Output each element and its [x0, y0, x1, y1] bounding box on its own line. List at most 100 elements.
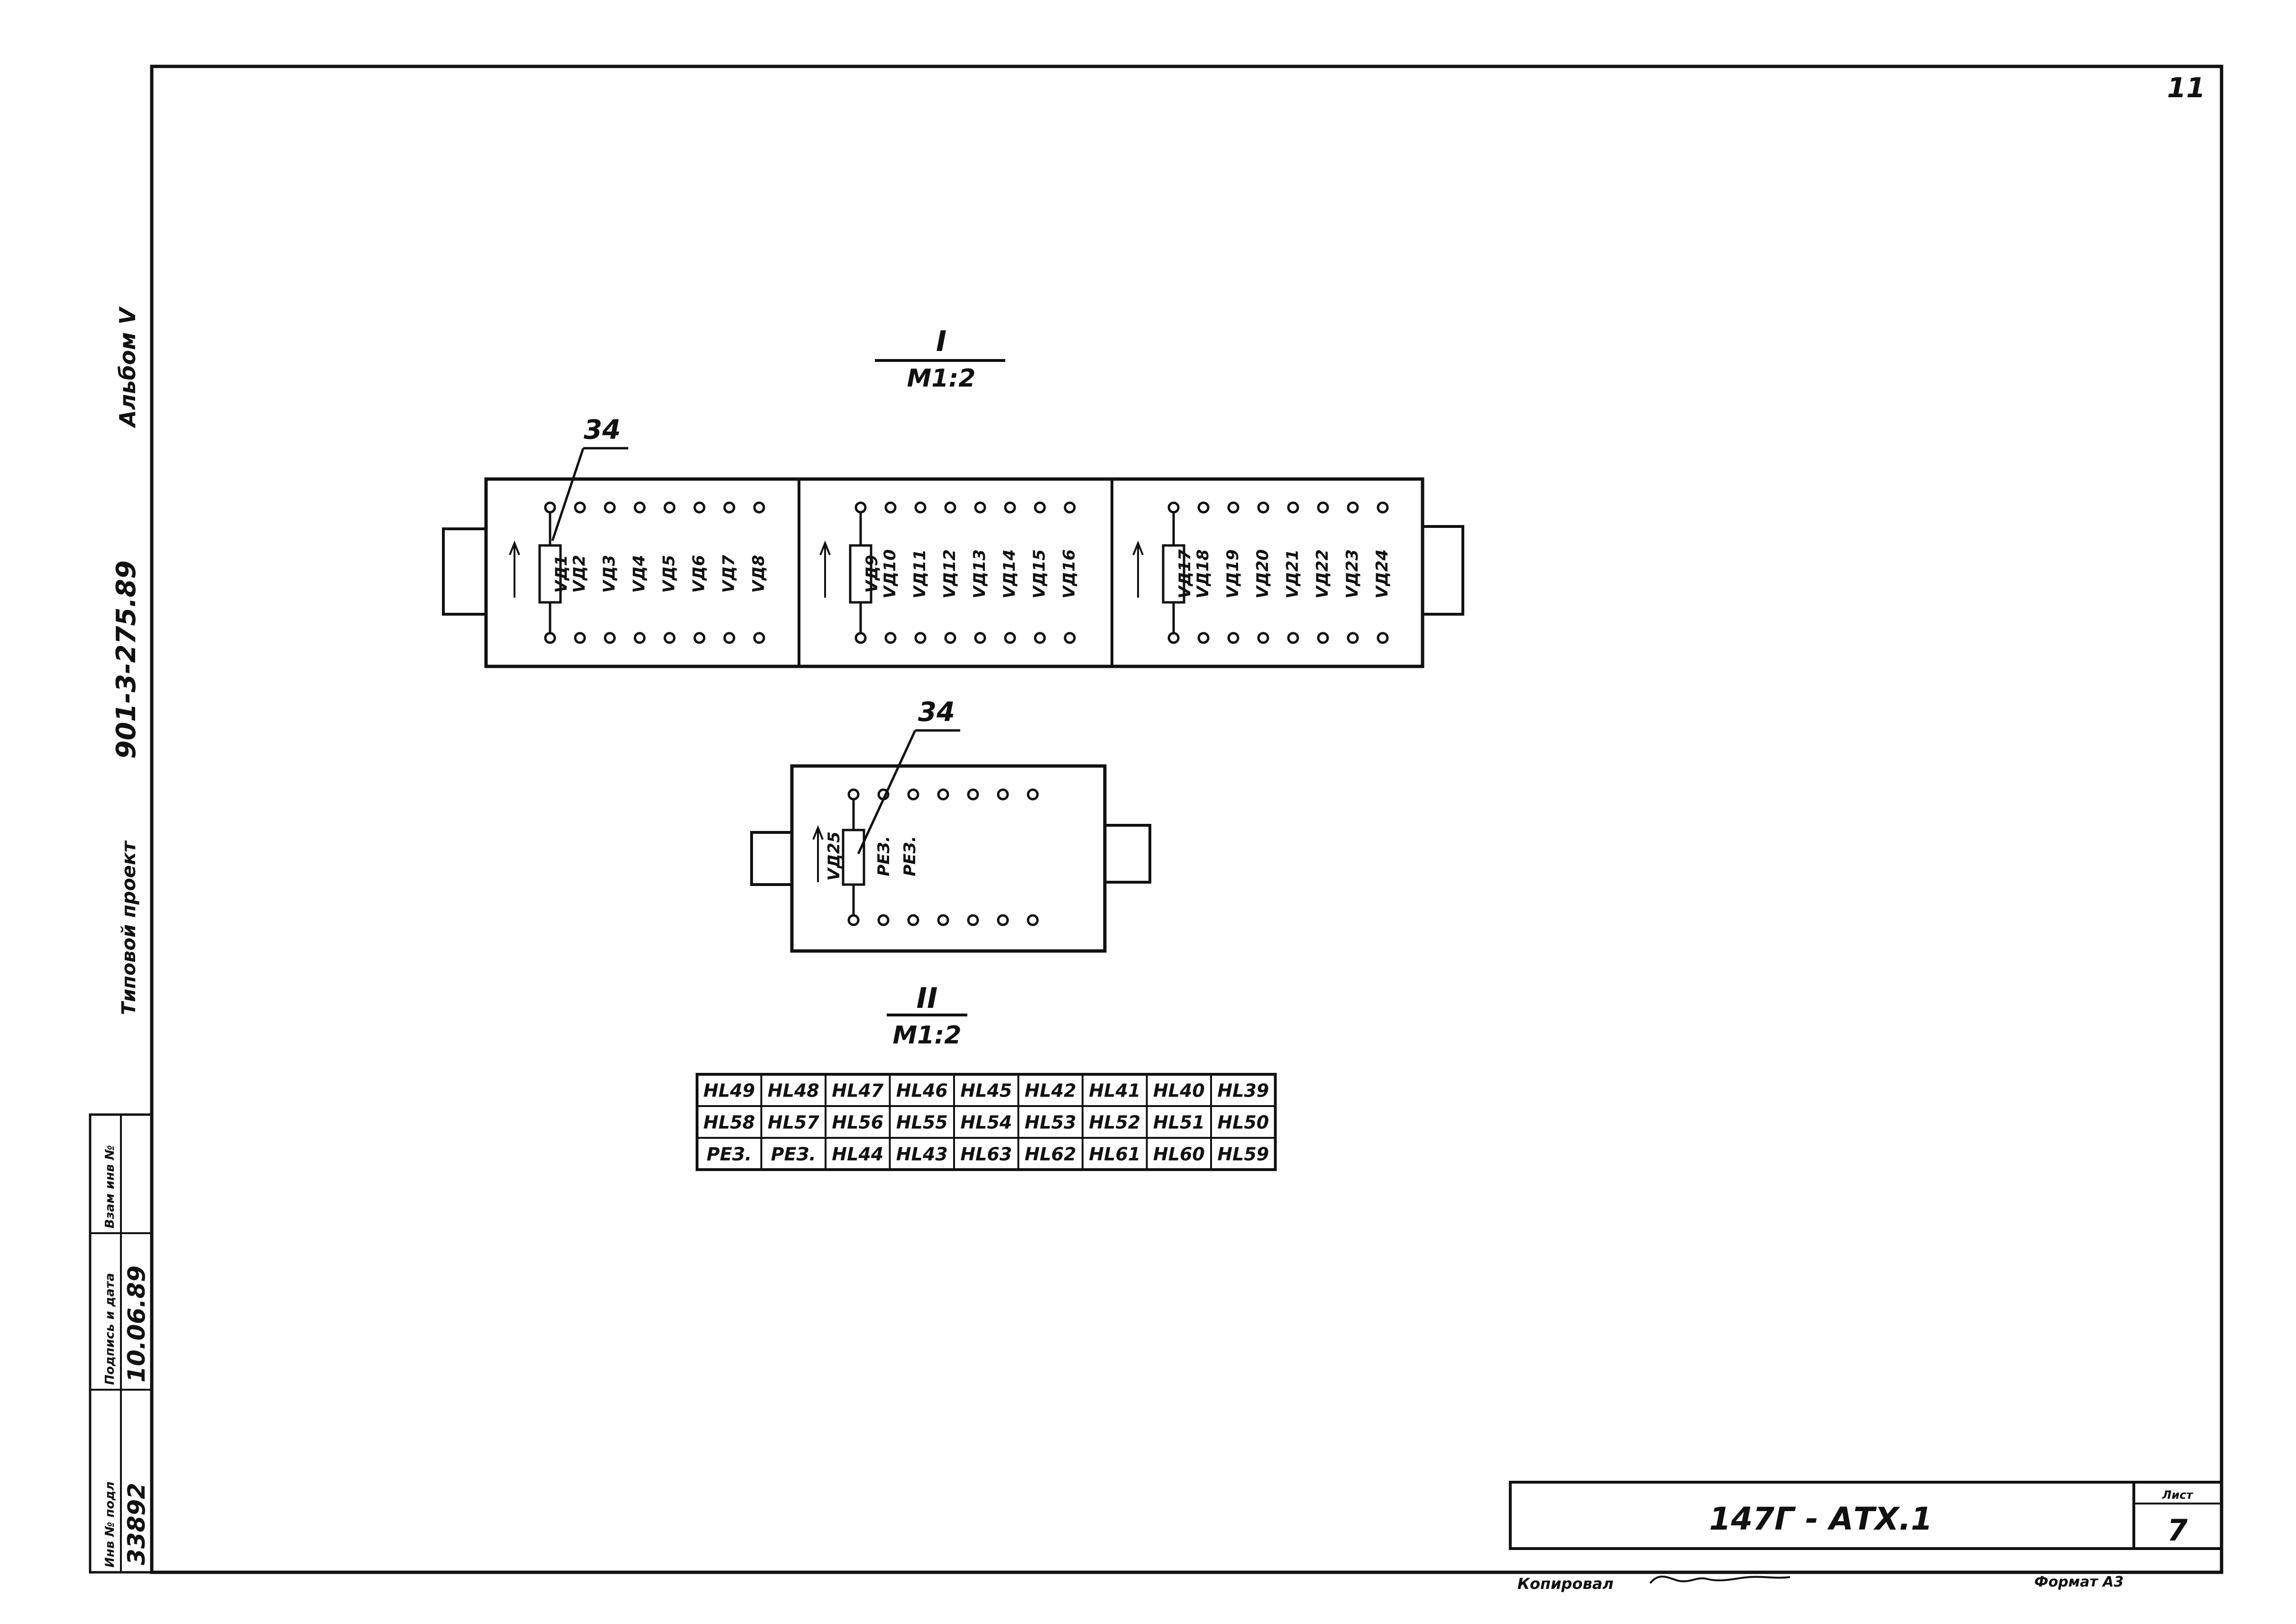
lamp-cell: HL52	[1089, 1112, 1140, 1133]
callout-34-top-label: 34	[584, 415, 621, 445]
terminal-bottom	[634, 632, 646, 644]
diode-label: VД25	[825, 831, 844, 881]
terminal-top	[753, 501, 765, 514]
terminal-top	[1034, 501, 1046, 514]
lamp-cell: HL57	[768, 1112, 819, 1133]
lamp-cell: HL54	[960, 1112, 1012, 1133]
diode-label: VД15	[1030, 549, 1049, 599]
lamp-cell: HL61	[1089, 1144, 1140, 1165]
terminal-top	[1257, 501, 1269, 514]
reserve-label: РЕЗ.	[900, 836, 919, 876]
approval-stamp: Инв № подл 33892 Подпись и дата 10.06.89…	[89, 1113, 153, 1574]
terminal-top	[944, 501, 956, 514]
terminal-bottom	[1034, 632, 1046, 644]
terminal-bottom	[1004, 632, 1016, 644]
terminal-bottom	[877, 914, 890, 926]
stamp-sign-label: Подпись и дата	[103, 1273, 117, 1385]
polarity-arrow-head	[509, 540, 520, 555]
lamp-cell: HL45	[960, 1080, 1012, 1101]
section-2-numeral: II	[917, 982, 938, 1015]
terminal-top	[1064, 501, 1076, 514]
diode-label: VД19	[1223, 549, 1242, 599]
terminal-bottom	[663, 632, 676, 644]
terminal-top	[967, 788, 979, 801]
terminal-bottom	[1227, 632, 1240, 644]
terminal-bottom	[1287, 632, 1299, 644]
terminal-bottom	[884, 632, 897, 644]
terminal-top	[877, 788, 890, 801]
terminal-bottom	[1027, 914, 1039, 926]
drawing-frame	[150, 65, 2223, 1574]
lamp-cell: HL48	[768, 1080, 819, 1101]
lamp-cell: HL55	[896, 1112, 948, 1133]
terminal-top	[1227, 501, 1240, 514]
copied-label: Копировал	[1517, 1575, 1614, 1593]
lamp-cell: HL50	[1217, 1112, 1269, 1133]
lamp-cell: HL60	[1153, 1144, 1205, 1165]
diode-body	[842, 829, 865, 886]
callout-34-bottom-label: 34	[918, 697, 955, 728]
diode-label: VД8	[749, 555, 768, 593]
lamp-cell: HL56	[832, 1112, 883, 1133]
terminal-bottom	[1257, 632, 1269, 644]
diode-label: VД5	[660, 555, 679, 593]
terminal-bottom	[1347, 632, 1359, 644]
terminal-top	[907, 788, 919, 801]
terminal-top	[544, 501, 556, 514]
terminal-bottom	[693, 632, 706, 644]
callout-34-bottom: 34	[857, 697, 960, 855]
terminal-top	[574, 501, 586, 514]
diode-label: VД16	[1060, 549, 1079, 599]
diode-label: VД13	[970, 549, 989, 599]
terminal-bottom	[914, 632, 927, 644]
terminal-bottom	[974, 632, 986, 644]
lamp-cell: HL42	[1025, 1080, 1076, 1101]
terminal-top	[847, 788, 860, 801]
terminal-top	[1317, 501, 1329, 514]
doc-code: 147Г - АТХ.1	[1709, 1501, 1932, 1537]
lamp-cell: HL59	[1217, 1144, 1269, 1165]
section-1-scale: М1:2	[907, 364, 976, 393]
terminal-top	[634, 501, 646, 514]
lamp-cell: HL58	[703, 1112, 755, 1133]
section-2-scale: М1:2	[893, 1021, 962, 1050]
terminal-bottom	[1167, 632, 1180, 644]
diode-label: VД4	[630, 555, 649, 593]
lamp-cell: HL44	[832, 1144, 883, 1165]
diode-label: VД7	[719, 555, 738, 593]
terminal-bottom	[944, 632, 956, 644]
lamp-cell: РЕЗ.	[771, 1144, 816, 1165]
terminal-bottom	[1197, 632, 1210, 644]
sheet-label: Лист	[2162, 1488, 2194, 1502]
section-1-numeral: I	[936, 325, 946, 358]
terminal-bottom	[544, 632, 556, 644]
terminal-top	[854, 501, 867, 514]
diode-label: VД18	[1194, 549, 1212, 599]
terminal-top	[1167, 501, 1180, 514]
lamp-cell: HL51	[1153, 1112, 1205, 1133]
lamp-cell: HL47	[832, 1080, 883, 1101]
lamp-cell: HL41	[1089, 1080, 1140, 1101]
stamp-replace-label: Взам инв №	[103, 1145, 117, 1228]
diode-label: VД14	[1000, 549, 1019, 599]
stamp-sign-value: 10.06.89	[123, 1265, 150, 1383]
lamp-cell: HL43	[896, 1144, 948, 1165]
terminal-bottom	[907, 914, 919, 926]
terminal-bottom	[997, 914, 1009, 926]
lamp-cell: HL62	[1025, 1144, 1076, 1165]
terminal-bottom	[1064, 632, 1076, 644]
lamp-cell: HL63	[960, 1144, 1012, 1165]
page-number: 11	[2167, 72, 2205, 104]
terminal-bottom	[1317, 632, 1329, 644]
terminal-top	[693, 501, 706, 514]
title-block: 147Г - АТХ.1 Лист 7	[1509, 1481, 2223, 1550]
terminal-top	[723, 501, 735, 514]
typical-project-label: Типовой проект	[118, 840, 140, 1015]
terminal-top	[937, 788, 949, 801]
project-code: 901-3-275.89	[111, 561, 142, 759]
terminal-top	[1004, 501, 1016, 514]
diode-label: VД12	[940, 549, 959, 599]
diode-label: VД20	[1253, 549, 1272, 599]
